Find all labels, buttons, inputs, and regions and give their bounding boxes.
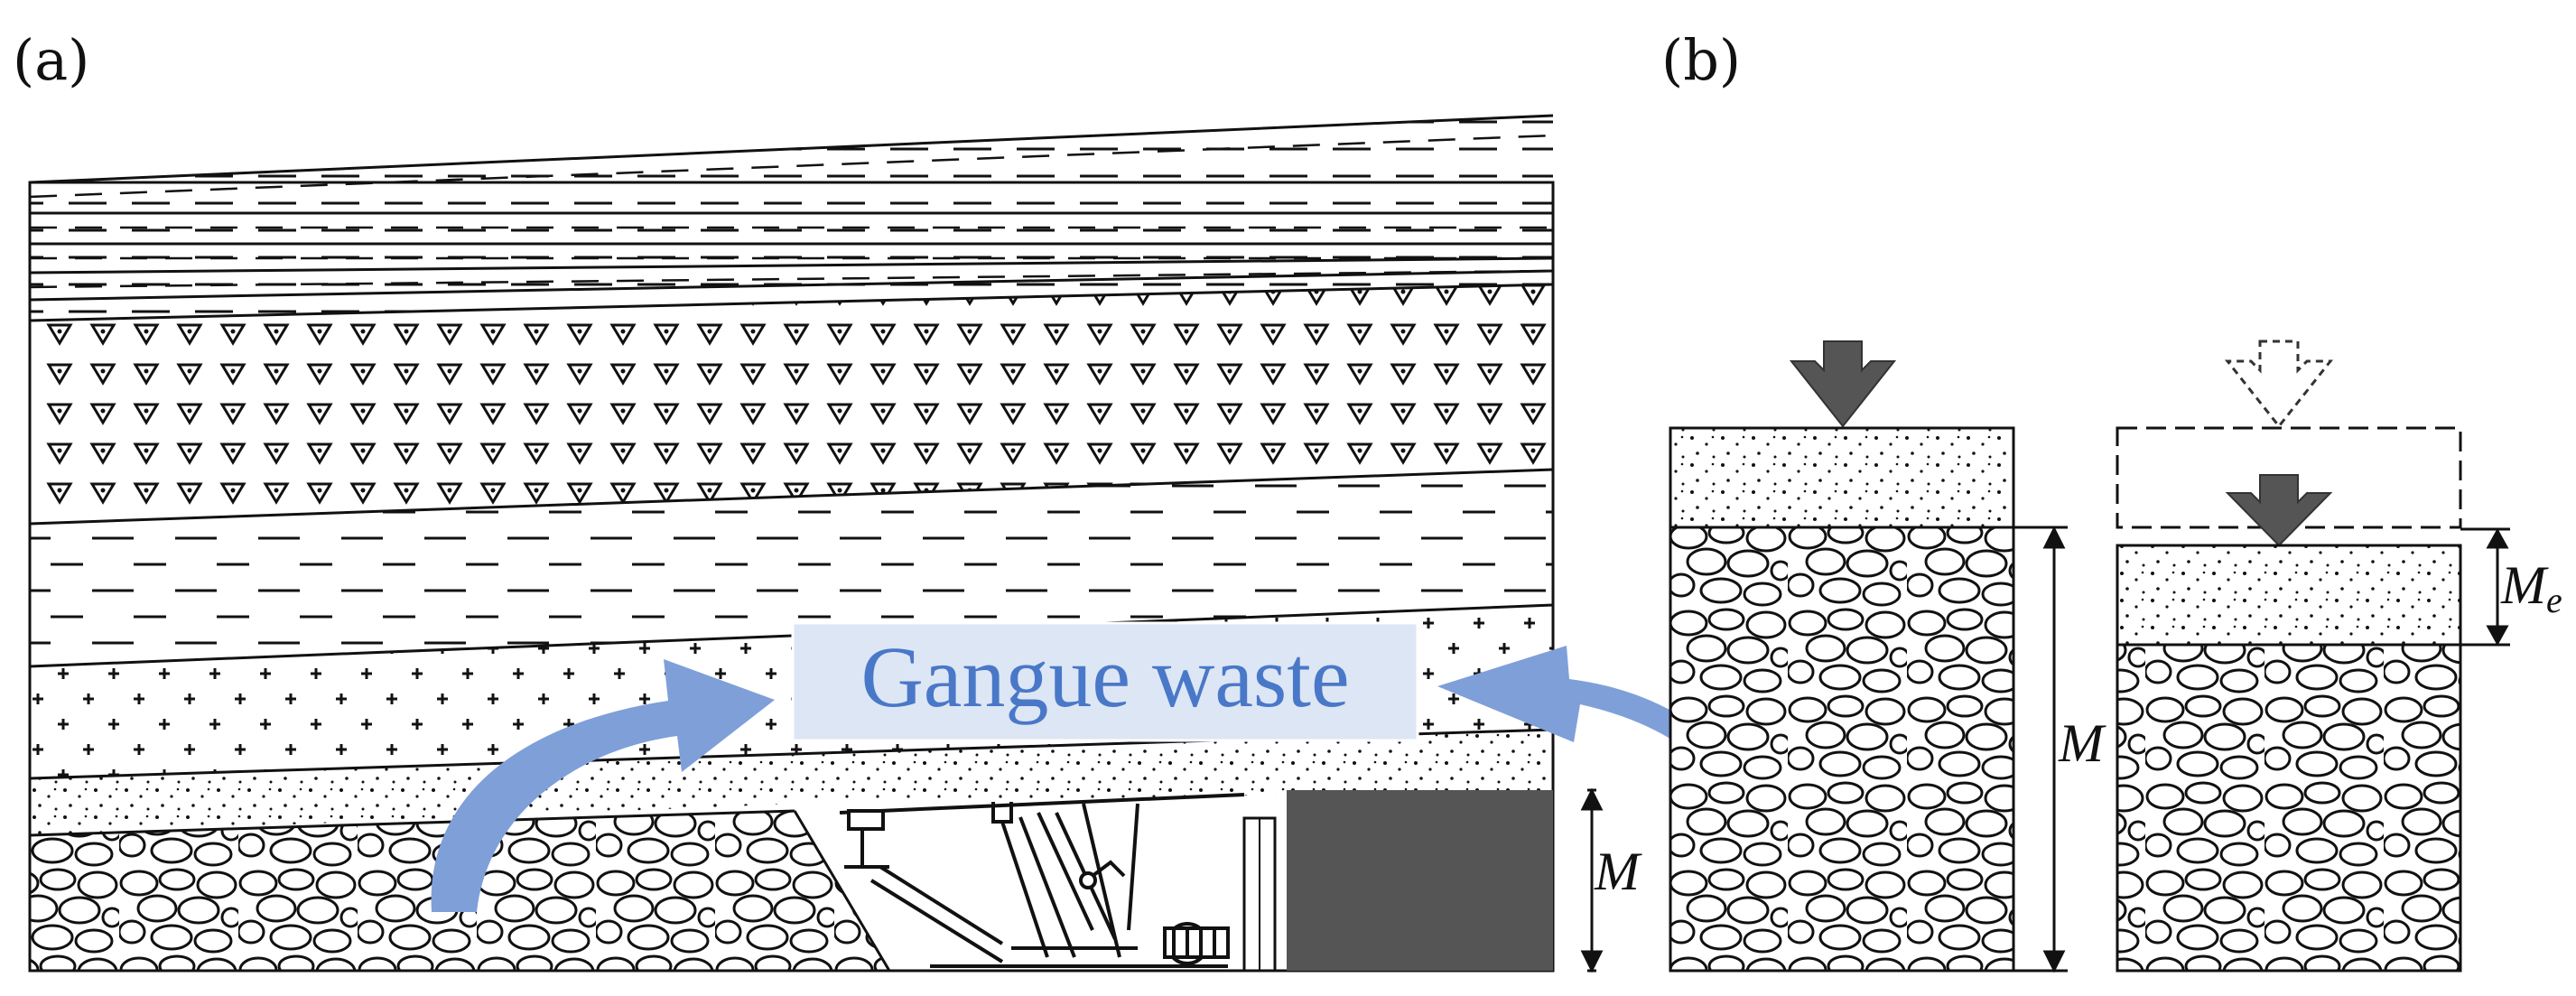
- mining-height-dimension-b: [2013, 526, 2068, 973]
- stratum-conglomerate: [30, 284, 1553, 524]
- overburden-block-before: [1669, 426, 2015, 529]
- transport-arrows: [431, 646, 1806, 912]
- gangue-column-after: [2116, 643, 2462, 973]
- column-before-compaction: [1669, 340, 2015, 973]
- column-after-compaction: [2116, 340, 2462, 973]
- load-arrow-after: [2225, 474, 2333, 547]
- backfill-support-machine: [839, 793, 1245, 968]
- mining-height-label-b: M: [2058, 713, 2106, 773]
- stratum-sandstone: [30, 730, 1553, 835]
- overburden-block-after: [2116, 544, 2462, 647]
- load-arrow-original-position: [2224, 340, 2334, 429]
- left-transport-arrow: [431, 659, 775, 912]
- coal-block: [1287, 790, 1553, 971]
- mining-height-label-a: M: [1594, 842, 1642, 901]
- mining-height-dimension-a: [1580, 787, 1604, 973]
- gangue-waste-label: Gangue waste: [860, 628, 1349, 725]
- gangue-label-box: [791, 621, 1419, 742]
- compressed-height-dimension: [2460, 527, 2510, 647]
- right-transport-arrow: [1437, 646, 1806, 894]
- load-arrow-before: [1789, 340, 1897, 428]
- compressed-height-label: Me: [2500, 555, 2562, 620]
- working-face: [903, 790, 1553, 973]
- gangue-column-before: [1669, 526, 2015, 973]
- panel-a-label: (a): [13, 27, 89, 93]
- stratum-mudstone: [30, 470, 1553, 666]
- panel-b-label: (b): [1661, 27, 1741, 93]
